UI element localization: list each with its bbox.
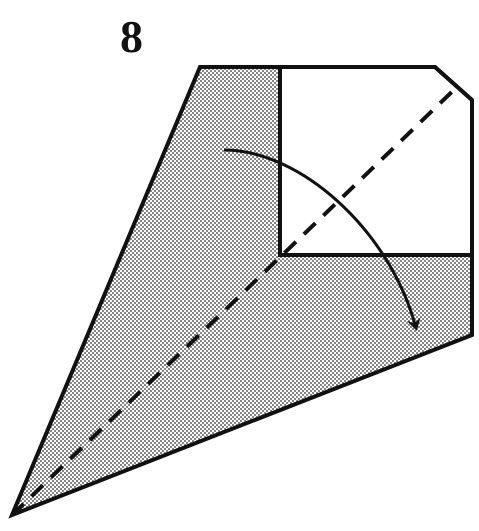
step-number: 8 (120, 11, 143, 62)
valley-fold-line (10, 84, 460, 517)
fold-arrow (223, 148, 421, 331)
model-outline (8, 65, 474, 519)
